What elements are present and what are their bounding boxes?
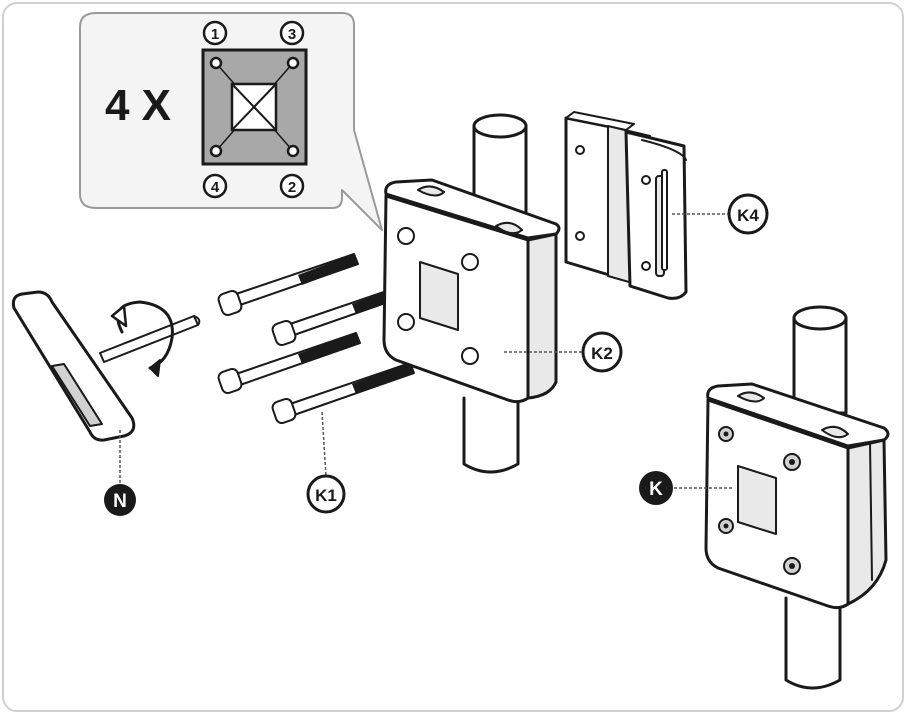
part-label-n-text: N (113, 491, 127, 512)
clamp-plate-k4 (564, 111, 688, 300)
part-label-k2-text: K2 (591, 344, 613, 363)
t-handle-wrench (11, 290, 201, 442)
sequence-number-2: 2 (288, 179, 296, 196)
part-label-k-text: K (649, 479, 663, 500)
assembled-pole-upper (792, 305, 848, 415)
leader-k1 (321, 411, 327, 477)
screw-1 (217, 253, 359, 317)
part-label-k2: K2 (581, 331, 623, 373)
part-label-k4-text: K4 (737, 206, 759, 225)
part-label-k: K (639, 471, 673, 505)
sequence-badge-1: 1 (202, 20, 228, 46)
part-label-k1-text: K1 (315, 486, 337, 505)
sequence-badge-4: 4 (202, 173, 228, 199)
sequence-number-3: 3 (288, 26, 296, 43)
sequence-badge-2: 2 (279, 173, 305, 199)
sequence-hole-4 (209, 144, 223, 158)
sequence-hole-2 (286, 144, 300, 158)
sequence-hole-1 (209, 56, 223, 70)
part-label-n: N (104, 484, 136, 516)
screw-4 (271, 362, 415, 425)
part-label-k4: K4 (727, 193, 769, 235)
assembled-bracket (704, 382, 890, 610)
sequence-badge-3: 3 (279, 20, 305, 46)
mounting-bracket-k2 (382, 178, 561, 404)
sequence-number-4: 4 (211, 179, 220, 196)
part-label-k1: K1 (306, 474, 346, 514)
multiplier-label: 4 X (105, 81, 171, 130)
assembled-pole-lower (784, 596, 842, 690)
sequence-number-1: 1 (211, 26, 219, 43)
sequence-hole-3 (286, 56, 300, 70)
screw-3 (217, 332, 361, 395)
tightening-sequence-callout: 4 X 1 3 4 2 (79, 12, 383, 231)
sequence-plate (201, 48, 308, 166)
pole-lower (462, 396, 520, 474)
